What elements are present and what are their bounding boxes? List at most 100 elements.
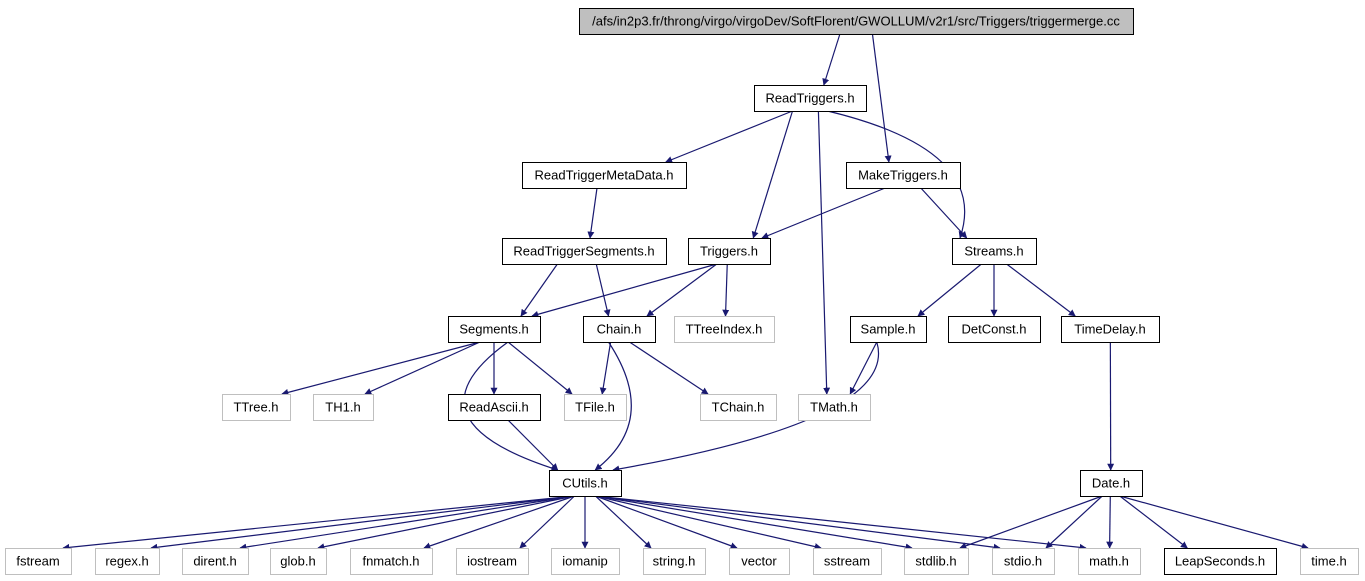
node-label: Chain.h [597,322,642,337]
edge-cutils-to-vector [595,495,738,550]
nodes-layer: /afs/in2p3.fr/throng/virgo/virgoDev/Soft… [5,8,1359,575]
node-label: stdlib.h [915,554,956,569]
node-label: time.h [1311,554,1346,569]
edge-cutils-to-stdio [595,495,1001,551]
edge-readtriggermetadata-to-readtriggersegments [587,187,598,239]
edge-triggers-to-chain [646,263,718,317]
node-box [182,548,249,575]
node-stdio: stdio.h [992,548,1055,575]
edge-streams-to-sample [917,263,982,317]
node-label: TTree.h [233,400,278,415]
node-readascii[interactable]: ReadAscii.h [448,394,541,421]
node-readtriggersegments[interactable]: ReadTriggerSegments.h [502,238,667,265]
edge-root-to-maketriggers [871,33,892,163]
node-math: math.h [1078,548,1141,575]
node-detconst[interactable]: DetConst.h [948,316,1041,343]
edge-readtriggers-to-tmath [817,110,831,395]
node-box [448,316,541,343]
node-box [313,394,374,421]
node-cutils[interactable]: CUtils.h [549,470,622,497]
node-box [1164,548,1277,575]
node-segments[interactable]: Segments.h [448,316,541,343]
node-box [95,548,160,575]
edge-cutils-to-sstream [595,495,822,550]
edge-cutils-to-glob [317,495,575,551]
edge-readtriggers-to-triggers [751,110,794,239]
node-label: DetConst.h [961,322,1026,337]
node-th1: TH1.h [313,394,374,421]
node-vector: vector [729,548,790,575]
edge-root-to-readtriggers [822,33,841,86]
edge-date-to-leapseconds [1119,495,1188,549]
node-box [1300,548,1359,575]
edge-date-to-time [1119,495,1309,550]
edge-cutils-to-fnmatch [423,495,575,550]
node-box [579,8,1134,35]
node-box [551,548,620,575]
node-timedelay[interactable]: TimeDelay.h [1061,316,1160,343]
node-box [850,316,927,343]
edge-date-to-stdlib [959,495,1103,550]
node-root[interactable]: /afs/in2p3.fr/throng/virgo/virgoDev/Soft… [579,8,1134,35]
node-label: Segments.h [459,322,528,337]
node-sample[interactable]: Sample.h [850,316,927,343]
node-label: ReadTriggerSegments.h [513,244,654,259]
edge-triggers-to-ttreeindex [722,263,730,317]
node-label: TFile.h [575,400,615,415]
node-box [456,548,529,575]
edge-chain-to-cutils [594,341,632,471]
node-label: dirent.h [193,554,236,569]
edge-cutils-to-stdlib [595,495,913,551]
node-label: sstream [824,554,870,569]
node-leapseconds[interactable]: LeapSeconds.h [1164,548,1277,575]
node-label: ReadAscii.h [459,400,528,415]
node-readtriggers[interactable]: ReadTriggers.h [754,85,867,112]
node-box [583,316,656,343]
node-box [564,394,627,421]
node-label: TimeDelay.h [1074,322,1146,337]
node-box [700,394,777,421]
edge-readascii-to-cutils [507,419,559,471]
node-label: TChain.h [712,400,765,415]
node-tmath: TMath.h [798,394,871,421]
node-iomanip: iomanip [551,548,620,575]
node-time: time.h [1300,548,1359,575]
node-box [549,470,622,497]
edge-date-to-math [1106,495,1114,549]
node-label: iostream [467,554,517,569]
edge-chain-to-tchain [629,341,709,395]
node-readtriggermetadata[interactable]: ReadTriggerMetaData.h [522,162,687,189]
node-box [350,548,433,575]
node-label: MakeTriggers.h [858,168,948,183]
node-triggers[interactable]: Triggers.h [688,238,771,265]
node-date[interactable]: Date.h [1080,470,1143,497]
node-label: regex.h [105,554,148,569]
node-label: TH1.h [325,400,360,415]
edge-sample-to-tmath [849,341,878,395]
node-box [992,548,1055,575]
node-box [643,548,706,575]
node-streams[interactable]: Streams.h [952,238,1037,265]
node-box [5,548,72,575]
node-label: CUtils.h [562,476,608,491]
node-label: math.h [1089,554,1129,569]
node-box [1061,316,1160,343]
edges-layer [62,33,1309,551]
edge-maketriggers-to-triggers [761,187,886,239]
node-chain[interactable]: Chain.h [583,316,656,343]
node-box [952,238,1037,265]
node-label: /afs/in2p3.fr/throng/virgo/virgoDev/Soft… [592,14,1120,29]
node-maketriggers[interactable]: MakeTriggers.h [846,162,961,189]
node-regex: regex.h [95,548,160,575]
edge-cutils-to-regex [150,495,575,551]
edge-triggers-to-segments [531,263,717,318]
node-box [813,548,882,575]
edge-segments-to-tfile [507,341,573,395]
edge-streams-to-timedelay [1006,263,1076,317]
node-sstream: sstream [813,548,882,575]
edge-segments-to-ttree [281,341,481,396]
node-tchain: TChain.h [700,394,777,421]
node-box [1080,470,1143,497]
node-iostream: iostream [456,548,529,575]
